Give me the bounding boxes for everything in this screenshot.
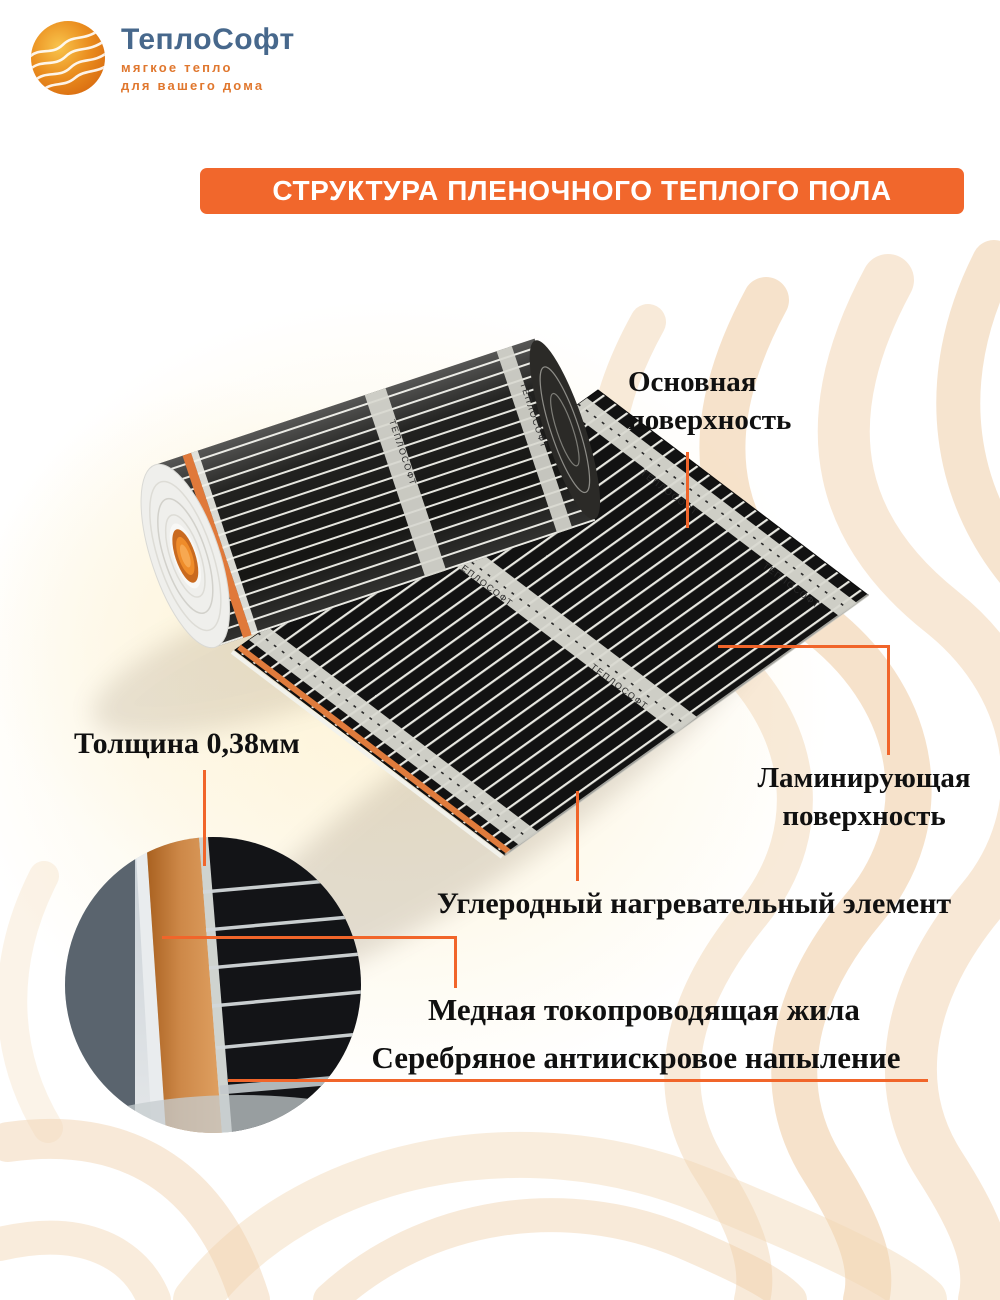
title-banner: СТРУКТУРА ПЛЕНОЧНОГО ТЕПЛОГО ПОЛА xyxy=(200,168,964,214)
callout-thickness: Толщина 0,38мм xyxy=(74,727,300,760)
page-title: СТРУКТУРА ПЛЕНОЧНОГО ТЕПЛОГО ПОЛА xyxy=(272,175,892,206)
film-copper-edge xyxy=(237,644,511,855)
film-white-edge xyxy=(230,650,504,859)
callout-base-surface: Основная поверхность xyxy=(628,366,792,436)
leader-line-base-surface xyxy=(686,452,689,528)
leader-line-thickness xyxy=(203,770,206,866)
film-sheet: ТЕПЛОСОФТ ТЕПЛОСОФТ ТЕПЛОСОФТ ТЕПЛОСОФТ xyxy=(230,389,869,859)
film-cut-edge xyxy=(504,593,869,857)
leader-line-carbon xyxy=(576,791,579,881)
leader-line-silver xyxy=(228,1079,928,1082)
leader-line-copper-v xyxy=(454,936,457,988)
callout-copper-conductor: Медная токопроводящая жила xyxy=(428,992,860,1027)
leader-line-laminating-h xyxy=(718,645,890,648)
inset-carbon-field xyxy=(208,837,361,1133)
callout-silver-coating: Серебряное антиискровое напыление xyxy=(371,1040,901,1075)
roll-end xyxy=(529,340,601,520)
logo-brand-name: ТеплоСофт xyxy=(121,23,295,56)
film-roll: ТЕПЛОСОФТ ТЕПЛОСОФТ xyxy=(140,338,601,649)
callout-carbon-element: Углеродный нагревательный элемент xyxy=(436,887,952,920)
inset-copper-bar xyxy=(146,837,222,1133)
roll-core xyxy=(140,463,231,649)
logo-icon xyxy=(28,21,108,95)
logo-tagline-2: для вашего дома xyxy=(121,78,265,93)
leader-line-copper-h xyxy=(162,936,457,939)
logo-tagline-1: мягкое тепло xyxy=(121,60,233,75)
inset-silver-coating xyxy=(199,837,232,1133)
leader-line-laminating-v xyxy=(887,645,890,755)
callout-laminating-surface: Ламинирующая поверхность xyxy=(757,762,971,832)
logo: ТеплоСофт мягкое тепло для вашего дома xyxy=(28,18,295,98)
